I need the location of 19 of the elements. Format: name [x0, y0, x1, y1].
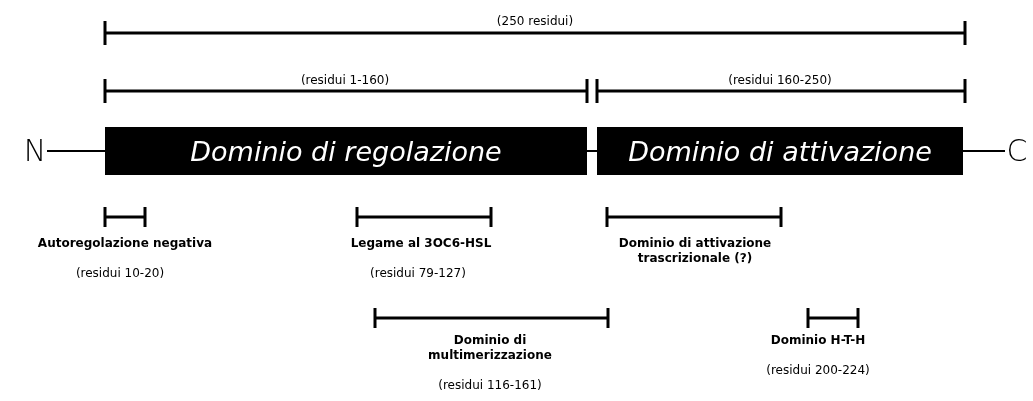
region-label: Legame al 3OC6-HSL	[349, 236, 493, 251]
residue-range: (250 residui)	[495, 14, 575, 29]
connector-line	[962, 150, 1006, 152]
residue-range: (residui 116-161)	[437, 378, 543, 393]
region-label: Dominio H-T-H	[769, 333, 867, 348]
region-label: Autoregolazione negativa	[36, 236, 214, 251]
connector-line	[46, 150, 106, 152]
terminus-label: C	[1006, 130, 1028, 172]
residue-range: (residui 160-250)	[727, 73, 833, 88]
domain-bar: Dominio di attivazione	[597, 127, 963, 175]
residue-range: (residui 200-224)	[765, 363, 871, 378]
region-label: Dominio di multimerizzazione	[427, 333, 553, 363]
residue-range: (residui 10-20)	[74, 266, 166, 281]
domain-bar: Dominio di regolazione	[105, 127, 587, 175]
residue-range: (residui 79-127)	[369, 266, 467, 281]
terminus-label: N	[24, 130, 46, 172]
connector-line	[586, 150, 598, 152]
residue-range: (residui 1-160)	[299, 73, 391, 88]
region-label: Dominio di attivazione trascrizionale (?)	[617, 236, 773, 266]
